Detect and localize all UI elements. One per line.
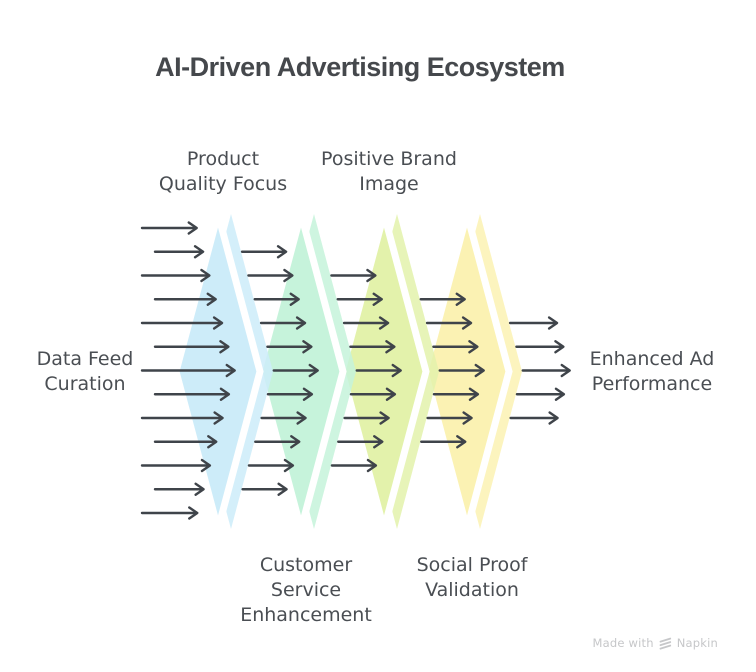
flow-arrow-g3-r6-head bbox=[391, 363, 402, 378]
label-line: Validation bbox=[425, 579, 519, 601]
label-line: Performance bbox=[591, 373, 713, 395]
flow-arrow-g4-r6-head bbox=[474, 363, 485, 378]
flow-arrow-g1-r0-head bbox=[187, 221, 198, 235]
label-line: Image bbox=[359, 173, 419, 195]
flow-arrow-g1-r10-head bbox=[200, 458, 212, 473]
label-line: Service bbox=[270, 579, 342, 601]
flow-arrow-g2-r6-head bbox=[308, 363, 319, 378]
flow-arrow-g5-r6-head bbox=[560, 363, 571, 378]
flow-arrow-g3-r5-head bbox=[385, 340, 396, 354]
flow-arrow-g5-r5-head bbox=[554, 340, 565, 354]
flow-arrow-g1-r12-head bbox=[188, 506, 199, 520]
flow-arrow-g3-r9-head bbox=[373, 435, 384, 449]
label-line: Product bbox=[186, 148, 260, 170]
label-line: Customer bbox=[259, 554, 353, 576]
flow-arrow-g1-r2-head bbox=[200, 268, 211, 283]
label-enhanced-ad-performance: Enhanced Ad Performance bbox=[590, 347, 715, 397]
flow-arrow-g3-r10-head bbox=[366, 458, 378, 473]
flow-arrow-g2-r10-head bbox=[283, 458, 295, 473]
flow-arrow-g2-r2-head bbox=[283, 268, 294, 283]
label-line: Enhanced Ad bbox=[589, 348, 715, 370]
flow-arrow-g3-r3-head bbox=[372, 292, 383, 306]
flow-arrow-g1-r11-head bbox=[194, 482, 205, 496]
flow-arrow-g1-r7-head bbox=[219, 387, 231, 401]
flow-arrow-g2-r5-head bbox=[302, 340, 313, 354]
flow-arrow-g1-r8-head bbox=[213, 411, 224, 425]
flow-arrow-g1-r4-head bbox=[212, 316, 224, 330]
flow-arrow-g2-r9-head bbox=[290, 435, 301, 449]
flow-arrow-g2-r1-head bbox=[276, 245, 288, 259]
watermark-brand: Napkin bbox=[676, 636, 718, 650]
label-line: Quality Focus bbox=[158, 173, 288, 195]
flow-arrow-g2-r8-head bbox=[296, 411, 307, 425]
napkin-logo-icon bbox=[659, 637, 671, 650]
flow-arrow-g4-r7-head bbox=[468, 387, 480, 401]
flow-arrow-g2-r7-head bbox=[302, 387, 314, 401]
flow-arrow-g3-r7-head bbox=[385, 387, 397, 401]
flow-arrow-g2-r11-head bbox=[277, 482, 288, 496]
flow-arrow-g4-r5-head bbox=[468, 340, 479, 354]
flow-arrow-g5-r4-head bbox=[547, 316, 559, 330]
label-line: Positive Brand bbox=[321, 148, 457, 170]
flow-arrow-g5-r8-head bbox=[548, 411, 559, 425]
flow-arrow-g4-r4-head bbox=[461, 316, 473, 330]
flow-arrow-g4-r9-head bbox=[456, 435, 467, 449]
label-line: Enhancement bbox=[240, 604, 372, 626]
flow-arrow-g1-r1-head bbox=[193, 245, 205, 259]
flow-arrow-g3-r8-head bbox=[379, 411, 390, 425]
flow-arrow-g3-r2-head bbox=[366, 268, 377, 283]
flow-arrow-g1-r5-head bbox=[219, 340, 230, 354]
flow-arrow-g1-r9-head bbox=[207, 435, 218, 449]
label-line: Data Feed bbox=[36, 348, 134, 370]
flow-arrow-g4-r3-head bbox=[455, 292, 466, 306]
flow-arrow-g5-r7-head bbox=[554, 387, 566, 401]
label-line: Curation bbox=[44, 373, 126, 395]
flow-arrow-g4-r8-head bbox=[462, 411, 473, 425]
watermark: Made with Napkin bbox=[593, 636, 719, 650]
page-title: AI-Driven Advertising Ecosystem bbox=[155, 52, 565, 82]
watermark-prefix: Made with bbox=[592, 636, 654, 650]
flow-arrow-g1-r3-head bbox=[206, 292, 217, 306]
label-line: Social Proof bbox=[416, 554, 528, 576]
flow-arrow-g1-r6-head bbox=[225, 363, 236, 378]
flow-arrow-g3-r4-head bbox=[378, 316, 390, 330]
flow-arrow-g2-r3-head bbox=[289, 292, 300, 306]
flow-arrow-g2-r4-head bbox=[295, 316, 307, 330]
